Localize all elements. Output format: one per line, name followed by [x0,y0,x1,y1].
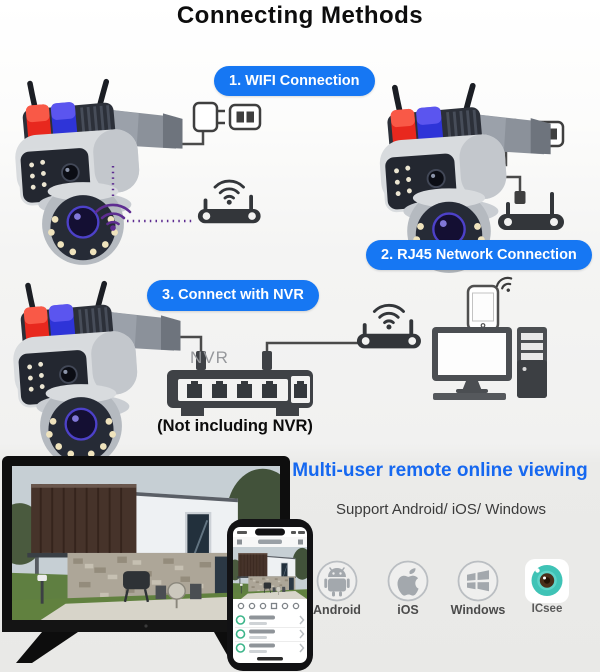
wifi-signal-icon [94,166,194,231]
android-icon [316,560,358,602]
cable-connector [514,191,526,204]
wifi-signal-icon [495,276,513,290]
method-label-wifi: 1. WIFI Connection [214,66,375,96]
wifi-section [14,82,263,265]
nvr-device-icon [167,351,313,416]
desktop-computer-icon [432,327,547,400]
platform-label-ios: iOS [397,603,419,617]
method-label-rj45: 2. RJ45 Network Connection [366,240,592,270]
status-bar [237,531,305,534]
ptz-camera-icon [14,82,183,265]
list-item[interactable] [235,643,305,654]
wifi-router-icon [196,179,263,225]
app-title-bar [233,537,307,547]
app-phone [227,519,313,671]
router-to-nvr-cable [265,341,358,351]
rj45-section [378,86,565,273]
platform-label-android: Android [313,603,361,617]
platform-label-windows: Windows [450,603,506,617]
phone-notch [255,528,285,536]
list-item[interactable] [235,615,305,628]
wired-router-icon [498,192,564,230]
page-title: Connecting Methods [176,2,424,29]
apple-icon [387,560,429,602]
windows-icon [457,560,499,602]
viewing-subheading: Support Android/ iOS/ Windows [335,501,547,518]
ptz-camera-icon [12,284,181,467]
device-list[interactable] [235,615,305,654]
live-view-thumbnail [233,547,307,599]
list-item[interactable] [235,629,305,642]
control-row[interactable] [233,599,307,613]
icsee-app-icon [525,559,569,603]
smartphone-icon [466,276,513,332]
platform-label-icsee: ICsee [531,603,563,615]
power-plug-icon [192,101,262,133]
platform-icons [316,559,569,603]
home-indicator [257,657,283,661]
nvr-section [12,276,547,467]
nvr-device-label: NVR [190,348,229,367]
wifi-router-icon [355,303,423,350]
nvr-note: (Not including NVR) [157,417,313,435]
method-label-nvr: 3. Connect with NVR [147,280,319,311]
viewing-heading: Multi-user remote online viewing [292,460,588,481]
